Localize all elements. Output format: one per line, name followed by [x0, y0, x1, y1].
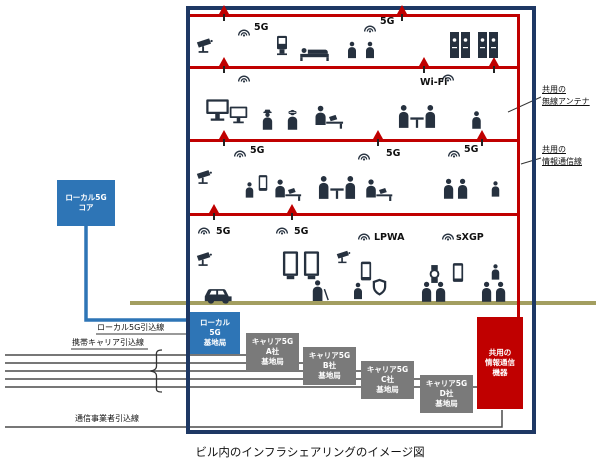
shared-line-leader [520, 157, 542, 165]
person-icon [246, 182, 254, 197]
people-pair-icon [422, 282, 445, 302]
signage-icon [283, 251, 298, 279]
monitor-icon [206, 99, 229, 120]
signage-icon [304, 251, 319, 279]
telecom-leadin-note: 通信事業者引込線 [75, 414, 139, 423]
floor3-ceiling-line [190, 139, 520, 142]
shared-line-note: 共用の 情報通信線 [542, 145, 582, 166]
locker-icon [478, 32, 498, 58]
building-outline [186, 6, 536, 434]
person-icon [366, 42, 374, 58]
locker-icon [450, 32, 470, 58]
local5g-basestation-label: ローカル 5G 基地局 [200, 318, 230, 347]
label-5g: 5G [464, 144, 479, 155]
local5g-leadin-line [84, 226, 190, 322]
floor4-ceiling-line [190, 213, 520, 216]
local5g-core-label: ローカル5G コア [65, 193, 107, 212]
person-icon [354, 283, 362, 299]
meeting-icon [319, 176, 355, 199]
label-lpwa: LPWA [374, 232, 405, 243]
shared-riser-line [517, 14, 520, 320]
label-5g: 5G [216, 226, 231, 237]
carrier-leadin-note: 携帯キャリア引込線 [72, 338, 144, 347]
label-5g: 5G [254, 22, 269, 33]
phone-icon [259, 175, 268, 191]
signal-waves-icon [199, 228, 210, 234]
person-icon [348, 42, 356, 58]
security-camera-icon [337, 251, 351, 263]
kiosk-icon [277, 36, 287, 55]
floor1-ceiling-line [190, 14, 520, 17]
carrier-a-label: キャリア5G A社 基地局 [251, 337, 294, 366]
person-icon [472, 111, 481, 128]
shield-icon [373, 279, 387, 296]
shared-antenna-note: 共用の 無線アンテナ [542, 85, 590, 106]
phone-icon [453, 263, 463, 282]
carrier-d-label: キャリア5G D社 基地局 [425, 379, 468, 408]
guard-icon [263, 110, 272, 130]
label-5g: 5G [294, 226, 309, 237]
signal-waves-icon [359, 234, 370, 240]
telecom-leadin-line [5, 410, 503, 428]
person-cane-icon [313, 280, 328, 301]
shared-equipment-label: 共用の 情報通信 機器 [485, 348, 515, 377]
signal-waves-icon [443, 234, 454, 240]
desk-worker-icon [316, 106, 344, 129]
signal-waves-icon [359, 154, 370, 160]
antenna-icon [396, 5, 408, 21]
antenna-icon [488, 57, 500, 73]
bed-icon [300, 48, 329, 61]
car-icon [205, 289, 232, 303]
signal-waves-icon [449, 151, 460, 157]
desk-worker-icon [275, 179, 301, 200]
antenna-icon [218, 130, 230, 146]
person-icon [492, 264, 500, 279]
diagram-caption: ビル内のインフラシェアリングのイメージ図 [195, 445, 425, 459]
carrier-lines-brace [150, 349, 163, 393]
person-icon [492, 181, 500, 196]
people-pair-icon [482, 282, 505, 302]
local5g-leadin-note: ローカル5G引込線 [97, 323, 165, 332]
signal-waves-icon [235, 151, 246, 157]
carrier-a-basestation-box: キャリア5G A社 基地局 [246, 333, 299, 371]
carrier-c-basestation-box: キャリア5G C社 基地局 [361, 361, 414, 399]
signal-waves-icon [239, 30, 250, 36]
antenna-icon [218, 5, 230, 21]
people-pair-icon [444, 179, 467, 199]
label-5g: 5G [380, 16, 395, 27]
carrier-c-label: キャリア5G C社 基地局 [366, 365, 409, 394]
security-camera-icon [197, 252, 212, 266]
label-5g: 5G [386, 148, 401, 159]
signal-waves-icon [365, 26, 376, 32]
antenna-icon [372, 130, 384, 146]
label-sxgp: sXGP [456, 232, 484, 243]
desk-worker-icon [366, 179, 392, 201]
signal-waves-icon [239, 76, 250, 82]
monitor-icon [230, 107, 248, 124]
antenna-icon [208, 204, 220, 220]
label-5g: 5G [250, 145, 265, 156]
carrier-b-basestation-box: キャリア5G B社 基地局 [303, 347, 356, 385]
vr-person-icon [288, 110, 297, 130]
antenna-icon [218, 57, 230, 73]
antenna-icon [476, 130, 488, 146]
shared-equipment-box: 共用の 情報通信 機器 [477, 317, 523, 409]
local5g-core-box: ローカル5G コア [57, 180, 115, 226]
antenna-icon [286, 204, 298, 220]
security-camera-icon [197, 38, 213, 52]
signal-waves-icon [277, 228, 288, 234]
label-wifi: Wi-Fi [420, 77, 448, 88]
security-camera-icon [197, 170, 212, 184]
floor2-ceiling-line [190, 66, 520, 69]
meeting-icon [399, 105, 435, 128]
antenna-icon [418, 57, 430, 73]
carrier-b-label: キャリア5G B社 基地局 [308, 351, 351, 380]
local5g-basestation-box: ローカル 5G 基地局 [190, 312, 240, 354]
carrier-d-basestation-box: キャリア5G D社 基地局 [420, 375, 473, 413]
